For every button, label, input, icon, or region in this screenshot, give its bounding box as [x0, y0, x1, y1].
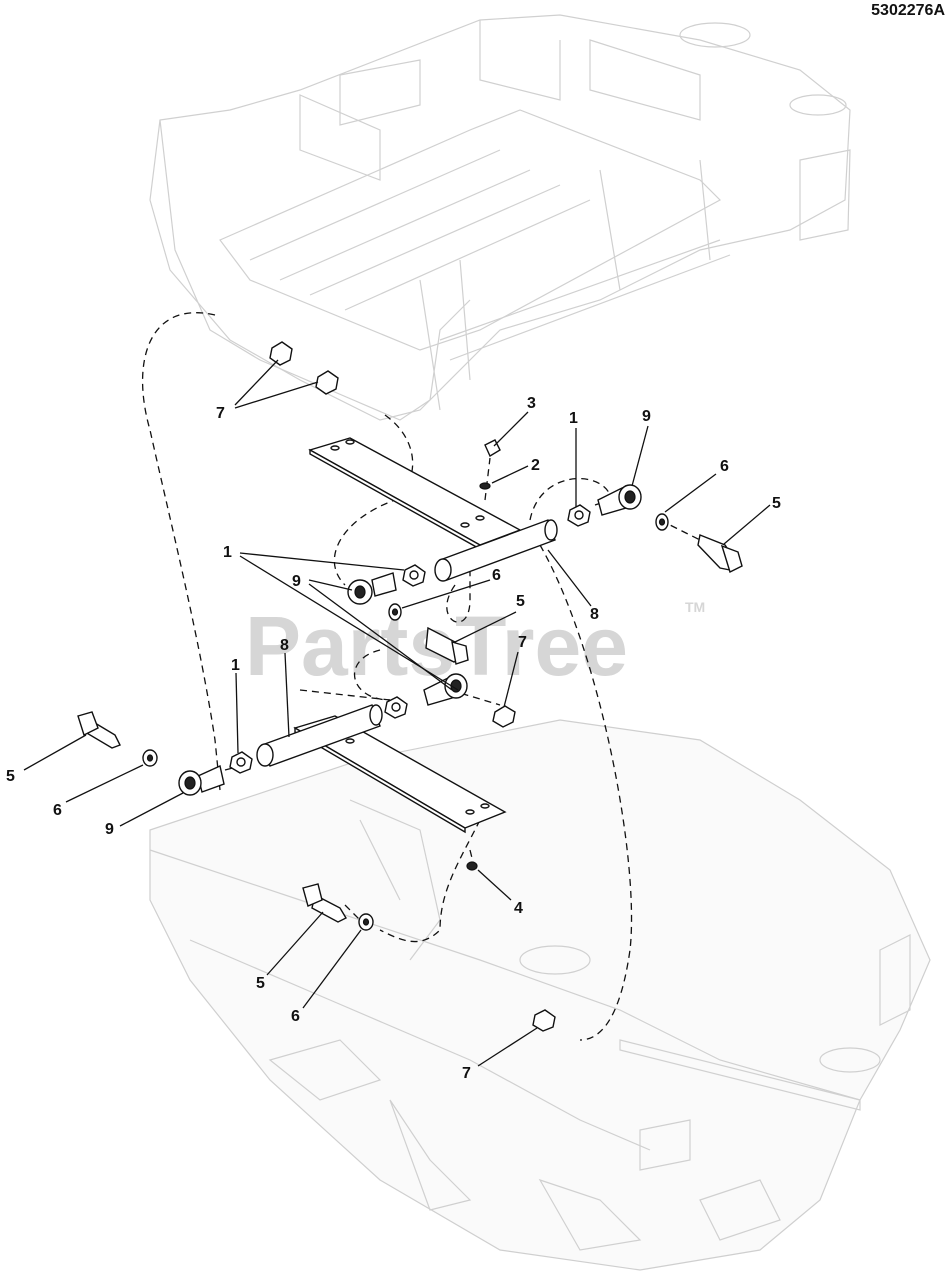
frame-ghost: [149, 14, 851, 421]
callout-label: 3: [527, 395, 536, 412]
callout-label: 4: [514, 900, 523, 917]
upper-plate: [308, 437, 522, 551]
callout-label: 8: [280, 637, 289, 654]
callout-labels: 7 3 1 9 2 6 5 1 6 9 5 8 1 8 7 5 6 9 4 5 …: [6, 395, 781, 1082]
callout-label: 1: [569, 410, 578, 427]
callout-label: 2: [531, 457, 540, 474]
leader-lines: [23, 359, 771, 1067]
callout-label: 6: [492, 567, 501, 584]
callout-label: 5: [516, 593, 525, 610]
deck-hardware: [302, 883, 556, 1032]
callout-label: 5: [6, 768, 15, 785]
callout-label: 7: [518, 634, 527, 651]
lower-plate: [293, 715, 507, 834]
callout-label: 5: [772, 495, 781, 512]
callout-label: 7: [216, 405, 225, 422]
watermark: PartsTree TM: [245, 599, 705, 693]
callout-label: 1: [223, 544, 232, 561]
callout-label: 6: [53, 802, 62, 819]
upper-right-hardware: [479, 439, 743, 573]
callout-label: 6: [720, 458, 729, 475]
upper-left-hardware: [347, 564, 469, 665]
callout-label: 9: [292, 573, 301, 590]
lower-spacer-tube: [256, 704, 383, 767]
callout-label: 7: [462, 1065, 471, 1082]
diagram-id: 5302276A: [871, 2, 945, 19]
watermark-tm: TM: [685, 599, 705, 615]
lower-hardware: [77, 673, 516, 871]
callout-label: 9: [642, 408, 651, 425]
callout-label: 5: [256, 975, 265, 992]
upper-spacer-tube: [434, 519, 558, 582]
callout-label: 1: [231, 657, 240, 674]
deck-ghost: [149, 719, 931, 1271]
callout-label: 9: [105, 821, 114, 838]
callout-label: 8: [590, 606, 599, 623]
callout-label: 6: [291, 1008, 300, 1025]
top-nuts: [269, 341, 339, 395]
